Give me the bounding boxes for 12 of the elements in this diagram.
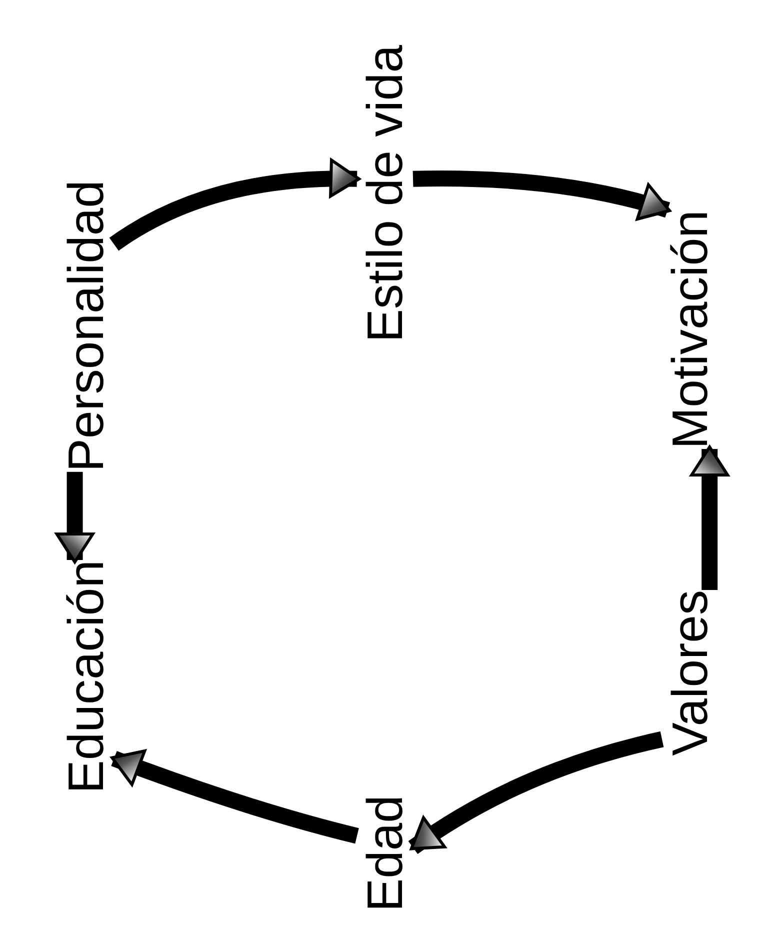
curved-arrow: [690, 446, 730, 590]
node-label: Personalidad: [58, 180, 114, 472]
curved-arrow: [110, 749, 359, 844]
node-label: Motivación: [662, 210, 718, 449]
curved-arrow: [55, 472, 94, 564]
node-label: Valores: [662, 590, 718, 756]
curved-arrow: [412, 170, 672, 222]
curved-arrow: [110, 159, 360, 251]
node-label: Educación: [58, 560, 114, 794]
node-label: Edad: [357, 795, 413, 912]
node-label: Estilo de vida: [357, 45, 413, 342]
curved-arrow: [408, 731, 664, 854]
